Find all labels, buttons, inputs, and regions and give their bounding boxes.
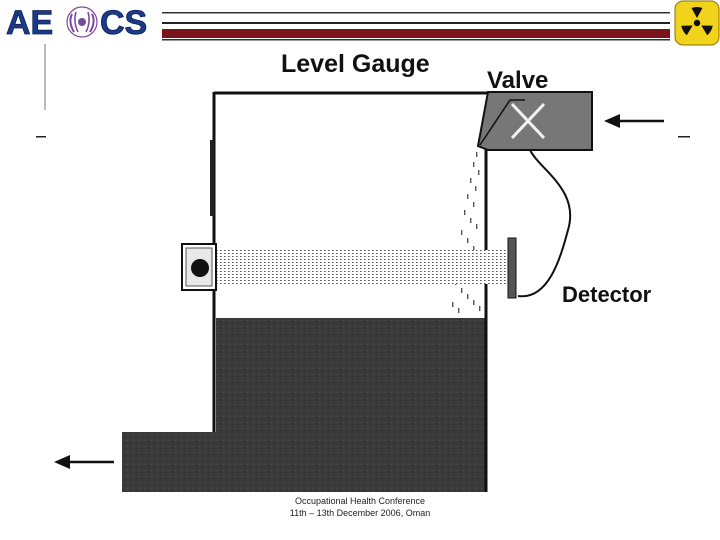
detector-cable xyxy=(517,149,572,298)
logo-text-ae: AE xyxy=(6,4,53,42)
tank-shadow-line xyxy=(44,44,46,110)
edge-mark-left xyxy=(36,136,46,138)
diagram-title: Level Gauge xyxy=(281,50,430,78)
valve-x-icon xyxy=(510,102,546,140)
valve-label: Valve xyxy=(487,67,548,94)
detector-body xyxy=(507,237,517,299)
aeocs-logo: AE CS xyxy=(6,4,148,42)
liquid-contents xyxy=(122,318,486,492)
falling-material xyxy=(452,152,481,313)
logo-text-cs: CS xyxy=(100,4,147,42)
tank-wall-left-band xyxy=(210,140,214,216)
edge-mark-right xyxy=(678,136,690,138)
footer-dates: 11th – 13th December 2006, Oman xyxy=(289,508,431,518)
outlet-arrow-left-icon xyxy=(54,455,114,469)
radiation-trefoil-icon xyxy=(674,0,720,46)
detector-label: Detector xyxy=(562,282,652,307)
footer-conference: Occupational Health Conference xyxy=(294,496,426,506)
header-bar xyxy=(162,10,670,42)
radiation-source xyxy=(181,243,217,291)
laurel-emblem-icon xyxy=(66,6,98,38)
inlet-arrow-left-icon xyxy=(604,114,664,128)
footer: Occupational Health Conference 11th – 13… xyxy=(250,495,470,519)
radiation-beam xyxy=(216,250,508,284)
valve-chute xyxy=(479,99,525,146)
